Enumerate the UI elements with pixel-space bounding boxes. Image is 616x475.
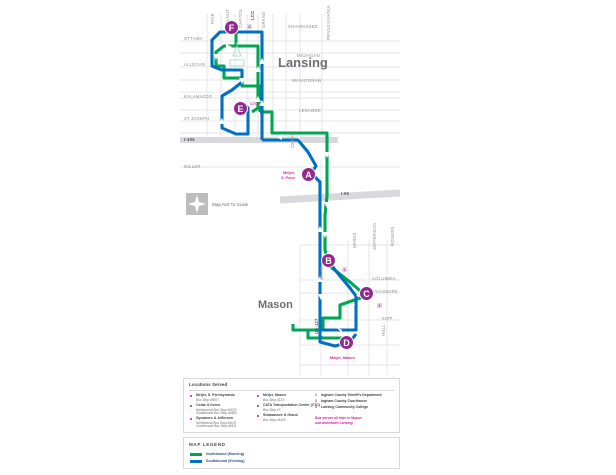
street-label: WASHTENAW bbox=[292, 78, 322, 83]
poi-badge-2: 2 bbox=[377, 303, 382, 308]
stop-dot bbox=[256, 414, 261, 419]
locations-served-panel: Locations Served Meijer, S. Pennsylvania… bbox=[183, 378, 400, 433]
stop-dot bbox=[256, 404, 261, 409]
city-label: Lansing bbox=[278, 55, 328, 70]
service-note-2: and downtown Lansing bbox=[315, 420, 353, 425]
stop-dot bbox=[189, 404, 194, 409]
ctc-label: CTC bbox=[250, 102, 258, 106]
poi-number: 1 bbox=[315, 393, 317, 397]
location-name: Meijer, Mason bbox=[263, 393, 286, 397]
stop-marker-c[interactable]: C bbox=[359, 286, 374, 301]
map-legend-panel: MAP LEGEND Northbound (Morning) Southbou… bbox=[183, 437, 400, 469]
street-label: ST JOSEPH bbox=[184, 116, 210, 121]
stop-dot bbox=[189, 394, 194, 399]
street-label: SHIAWASSEE bbox=[288, 24, 318, 29]
street-label: KIPP bbox=[382, 316, 393, 321]
stop-marker-d[interactable]: D bbox=[339, 335, 354, 350]
poi-number: 2 bbox=[315, 399, 317, 403]
poi-badge-3: 3 bbox=[247, 24, 252, 29]
location-name: CATA Transportation Center (CTC) bbox=[263, 403, 321, 407]
street-label: STATE bbox=[319, 265, 324, 280]
location-name: Shiawassee & Grand bbox=[263, 413, 298, 417]
street-label: LCC bbox=[250, 10, 255, 20]
poi-number: 3 bbox=[315, 405, 317, 409]
street-label: KALAMAZOO bbox=[184, 94, 213, 99]
route-map[interactable]: Lansing Mason OTTAWA ALLEGAN KALAMAZOO S… bbox=[180, 0, 400, 375]
locations-panel-title: Locations Served bbox=[189, 382, 228, 387]
service-note: Bus serves all trips in Mason bbox=[315, 416, 362, 420]
city-label: Mason bbox=[258, 299, 293, 311]
northbound-legend-label: Northbound (Morning) bbox=[206, 452, 245, 456]
location-stop-id: Southbound Bus Stop #6581 bbox=[196, 411, 237, 415]
street-label: PENNSYLVANIA bbox=[326, 5, 331, 41]
northbound-swatch bbox=[190, 453, 202, 456]
northbound-route bbox=[214, 29, 368, 345]
poi-name: Lansing Community College bbox=[321, 405, 369, 409]
street-label: JEFFERSON bbox=[372, 222, 377, 250]
street-label: MICHIGAN bbox=[297, 53, 320, 58]
street-label: HULL bbox=[381, 324, 386, 336]
location-stop-id: Northbound Bus Stop #6102 bbox=[196, 420, 237, 425]
stop-marker-b[interactable]: B bbox=[321, 253, 336, 268]
street-label: US-127 bbox=[314, 318, 319, 334]
direction-arrows bbox=[213, 44, 355, 333]
street-label: COLUMBIA bbox=[372, 276, 396, 281]
street-label: GRAND bbox=[261, 11, 266, 28]
street-label: I-496 bbox=[184, 137, 195, 142]
street-label: I-96 bbox=[341, 191, 350, 196]
stop-dot bbox=[256, 394, 261, 399]
street-label: LENAWEE bbox=[299, 108, 322, 113]
poi-name: Ingham County Courthouse bbox=[321, 399, 368, 403]
map-legend-title: MAP LEGEND bbox=[189, 442, 226, 447]
location-stop-id: Bus Stop #133 bbox=[263, 397, 284, 402]
location-stop-id: Bus Stop #1400 bbox=[263, 417, 286, 422]
panel-divider bbox=[189, 390, 394, 391]
street-label: CEDAR bbox=[290, 132, 295, 148]
poi-badge-1: 1 bbox=[342, 267, 347, 272]
southbound-legend-label: Southbound (Evening) bbox=[206, 459, 245, 463]
poi-name: Ingham County Sheriff's Department bbox=[321, 393, 382, 397]
location-name: Sycamore & Jefferson bbox=[196, 416, 233, 420]
compass-rose-icon bbox=[186, 193, 208, 215]
street-label: SYCAMORE bbox=[372, 289, 398, 294]
capitol-dome-icon bbox=[229, 42, 245, 67]
street-label: MILLER bbox=[184, 164, 201, 169]
street-label: ROGERS bbox=[390, 226, 395, 246]
stop-dot bbox=[189, 417, 194, 422]
location-name: Cedar & Kerns bbox=[196, 403, 221, 407]
stop-marker-e[interactable]: E bbox=[233, 101, 248, 116]
map-scale-note: Map Not To Scale bbox=[212, 202, 249, 207]
map-graphics bbox=[180, 14, 400, 375]
location-name: Meijer, S. Pennsylvania bbox=[196, 393, 235, 397]
highway-bands bbox=[180, 137, 400, 204]
location-stop-id: Northbound Bus Stop #6579 bbox=[196, 407, 237, 412]
meijer-s-penn-label: Meijer, bbox=[283, 171, 295, 175]
meijer-s-penn-label-2: S. Penn bbox=[281, 176, 295, 180]
street-label: PINE bbox=[210, 13, 215, 24]
location-stop-id: Bus Stop #7 bbox=[263, 407, 281, 412]
location-stop-id: Southbound Bus Stop #6511 bbox=[196, 424, 237, 428]
stop-marker-f[interactable]: F bbox=[224, 20, 239, 35]
meijer-mason-label: Meijer, Mason bbox=[330, 356, 355, 360]
street-label: OTTAWA bbox=[184, 36, 203, 41]
street-label: KERNS bbox=[352, 232, 357, 248]
southbound-swatch bbox=[190, 460, 202, 463]
stop-marker-a[interactable]: A bbox=[301, 167, 316, 182]
location-stop-id: Bus Stop #5007 bbox=[196, 397, 219, 402]
street-label: ALLEGAN bbox=[184, 62, 206, 67]
